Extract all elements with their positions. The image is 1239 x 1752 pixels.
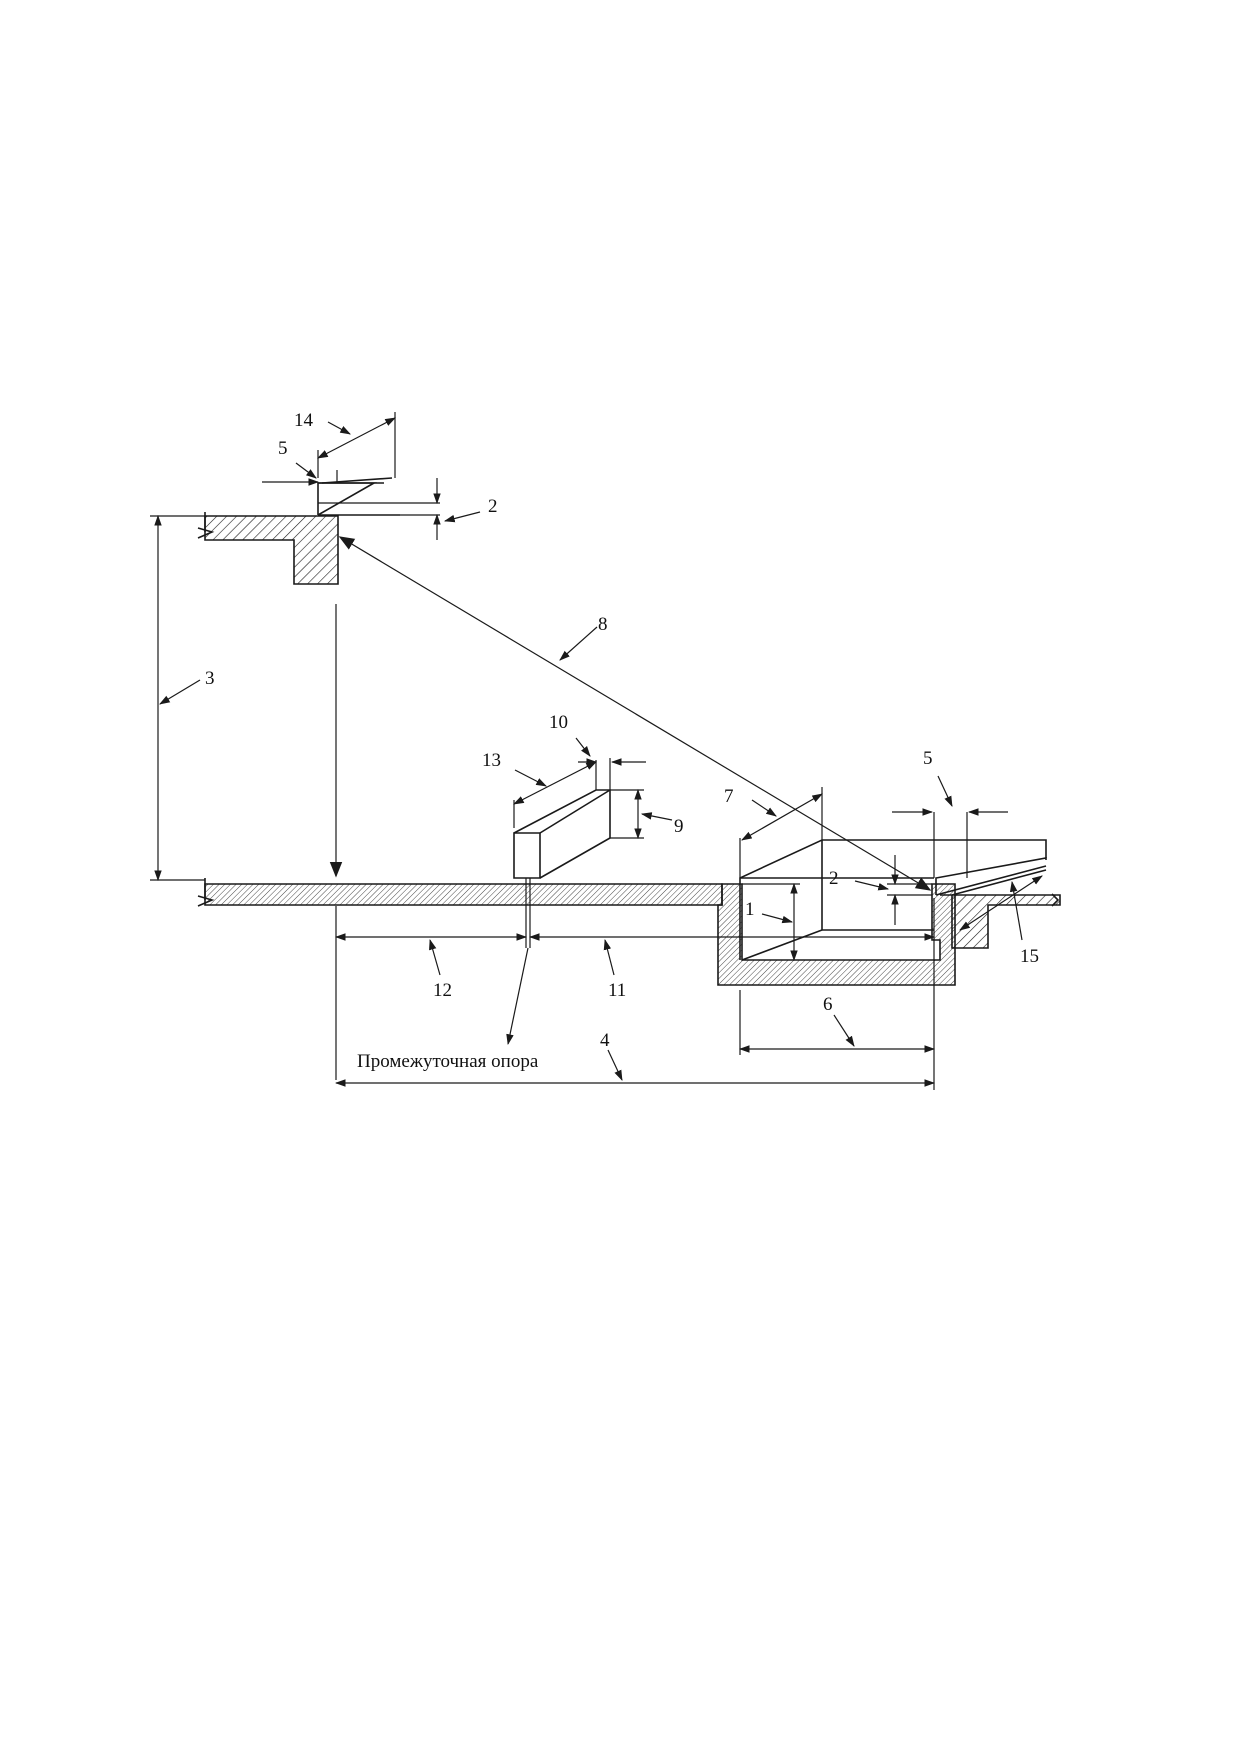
label-15: 15 <box>1020 946 1039 967</box>
dimension-5-lower: 5 <box>892 748 1008 878</box>
dimension-8-rope: 8 <box>338 536 932 891</box>
dimension-6: 6 <box>738 990 936 1055</box>
label-1: 1 <box>745 899 755 920</box>
label-8: 8 <box>598 614 608 635</box>
label-13: 13 <box>482 750 501 771</box>
lower-floor-slab <box>197 878 1061 986</box>
dimension-14: 14 <box>294 410 396 478</box>
label-14: 14 <box>294 410 314 431</box>
label-2-upper: 2 <box>488 496 498 517</box>
upper-bracket <box>317 477 400 516</box>
dimension-9: 9 <box>610 788 684 840</box>
upper-floor-slab <box>197 512 339 585</box>
label-6: 6 <box>823 994 833 1015</box>
label-9: 9 <box>674 816 684 837</box>
pit-box <box>739 839 1047 961</box>
label-3: 3 <box>205 668 215 689</box>
label-4: 4 <box>600 1030 610 1051</box>
label-5-upper: 5 <box>278 438 288 459</box>
dimension-15: 15 <box>959 875 1043 967</box>
dimension-4: 4 <box>334 1030 936 1087</box>
support-leader <box>506 947 529 1046</box>
label-10: 10 <box>549 712 568 733</box>
intermediate-support-caption: Промежуточная опора <box>357 1051 539 1072</box>
label-12: 12 <box>433 980 452 1001</box>
dimension-2-lower: 2 <box>829 855 932 925</box>
dimension-13: 13 <box>482 750 597 828</box>
dimension-7: 7 <box>724 786 823 878</box>
dimension-3: 3 <box>150 514 215 882</box>
dimension-10: 10 <box>549 712 646 790</box>
label-2-lower: 2 <box>829 868 839 889</box>
label-11: 11 <box>608 980 626 1001</box>
dimension-5-upper: 5 <box>262 438 338 486</box>
intermediate-support <box>513 789 611 948</box>
label-7: 7 <box>724 786 734 807</box>
dimension-12-11: 12 11 <box>334 898 936 1090</box>
label-5-lower: 5 <box>923 748 933 769</box>
dimension-1: 1 <box>742 882 800 962</box>
dimension-2-upper: 2 <box>400 478 498 540</box>
